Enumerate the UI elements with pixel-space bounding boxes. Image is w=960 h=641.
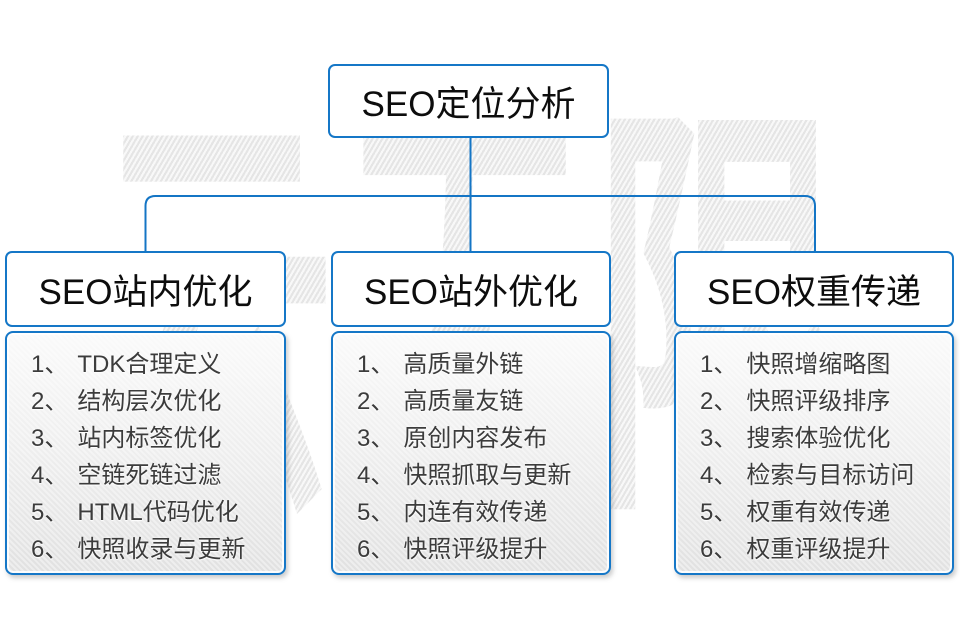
list-item-text: 高质量友链 bbox=[403, 388, 524, 415]
list-item-number: 4、 bbox=[357, 462, 395, 489]
list-item-text: 权重评级提升 bbox=[746, 536, 891, 563]
list-box-offsite: 1、高质量外链 2、高质量友链 3、原创内容发布 4、快照抓取与更新 5、内连有… bbox=[331, 331, 611, 575]
list-item-text: 搜索体验优化 bbox=[746, 425, 891, 452]
list-box-weight: 1、快照增缩略图 2、快照评级排序 3、搜索体验优化 4、检索与目标访问 5、权… bbox=[674, 331, 954, 575]
header-label: SEO站外优化 bbox=[364, 272, 578, 312]
list-item-number: 1、 bbox=[700, 351, 738, 378]
list-item-number: 1、 bbox=[357, 351, 395, 378]
header-node-weight: SEO权重传递 bbox=[674, 251, 954, 327]
list-item-text: 空链死链过滤 bbox=[77, 462, 222, 489]
list-item-text: 高质量外链 bbox=[403, 351, 524, 378]
list-item: 5、权重有效传递 bbox=[700, 494, 946, 531]
list-item-number: 4、 bbox=[700, 462, 738, 489]
list-item: 5、 HTML代码优化 bbox=[31, 494, 278, 531]
list-item-text: 快照增缩略图 bbox=[746, 351, 891, 378]
list-item-number: 1、 bbox=[31, 351, 69, 378]
list-item: 6、权重评级提升 bbox=[700, 531, 946, 568]
list-item-number: 4、 bbox=[31, 462, 69, 489]
list-item-number: 5、 bbox=[700, 499, 738, 526]
list-item-text: HTML代码优化 bbox=[77, 499, 239, 526]
header-label: SEO站内优化 bbox=[38, 272, 253, 312]
list-item: 2、快照评级排序 bbox=[700, 383, 946, 420]
list-item: 4、检索与目标访问 bbox=[700, 457, 946, 494]
header-node-onsite: SEO站内优化 bbox=[5, 251, 286, 327]
list-item-number: 5、 bbox=[357, 499, 395, 526]
list-item-number: 3、 bbox=[31, 425, 69, 452]
list-item-number: 2、 bbox=[31, 388, 69, 415]
list-item-number: 2、 bbox=[700, 388, 738, 415]
list-item-number: 2、 bbox=[357, 388, 395, 415]
list-item: 2、结构层次优化 bbox=[31, 383, 278, 420]
list-item: 1、快照增缩略图 bbox=[700, 346, 946, 383]
list-item-text: 结构层次优化 bbox=[77, 388, 222, 415]
list-item-number: 3、 bbox=[357, 425, 395, 452]
list-item: 5、内连有效传递 bbox=[357, 494, 603, 531]
list-item-text: 快照抓取与更新 bbox=[403, 462, 572, 489]
list-item-text: 内连有效传递 bbox=[403, 499, 548, 526]
list-item: 3、原创内容发布 bbox=[357, 420, 603, 457]
list-item: 4、空链死链过滤 bbox=[31, 457, 278, 494]
list-item: 1、高质量外链 bbox=[357, 346, 603, 383]
list-item: 1、 TDK合理定义 bbox=[31, 346, 278, 383]
list-item: 6、快照收录与更新 bbox=[31, 531, 278, 568]
list-item-number: 6、 bbox=[357, 536, 395, 563]
list-item-number: 3、 bbox=[700, 425, 738, 452]
list-item-text: 权重有效传递 bbox=[746, 499, 891, 526]
list-item: 4、快照抓取与更新 bbox=[357, 457, 603, 494]
list-item: 2、高质量友链 bbox=[357, 383, 603, 420]
root-node-label: SEO定位分析 bbox=[361, 84, 576, 124]
header-node-offsite: SEO站外优化 bbox=[331, 251, 611, 327]
list-item-text: 快照收录与更新 bbox=[77, 536, 246, 563]
list-item-number: 5、 bbox=[31, 499, 69, 526]
list-item-text: 检索与目标访问 bbox=[746, 462, 915, 489]
list-item-number: 6、 bbox=[700, 536, 738, 563]
list-item: 3、搜索体验优化 bbox=[700, 420, 946, 457]
list-item-text: 原创内容发布 bbox=[403, 425, 548, 452]
root-node: SEO定位分析 bbox=[328, 64, 609, 138]
list-item-number: 6、 bbox=[31, 536, 69, 563]
list-item-text: 快照评级提升 bbox=[403, 536, 548, 563]
list-item: 3、站内标签优化 bbox=[31, 420, 278, 457]
list-box-onsite: 1、 TDK合理定义 2、结构层次优化 3、站内标签优化 4、空链死链过滤 5、 H… bbox=[5, 331, 286, 575]
list-item-text: 快照评级排序 bbox=[746, 388, 891, 415]
list-item-text: 站内标签优化 bbox=[77, 425, 222, 452]
header-label: SEO权重传递 bbox=[707, 272, 921, 312]
list-item: 6、快照评级提升 bbox=[357, 531, 603, 568]
list-item-text: TDK合理定义 bbox=[77, 351, 222, 378]
